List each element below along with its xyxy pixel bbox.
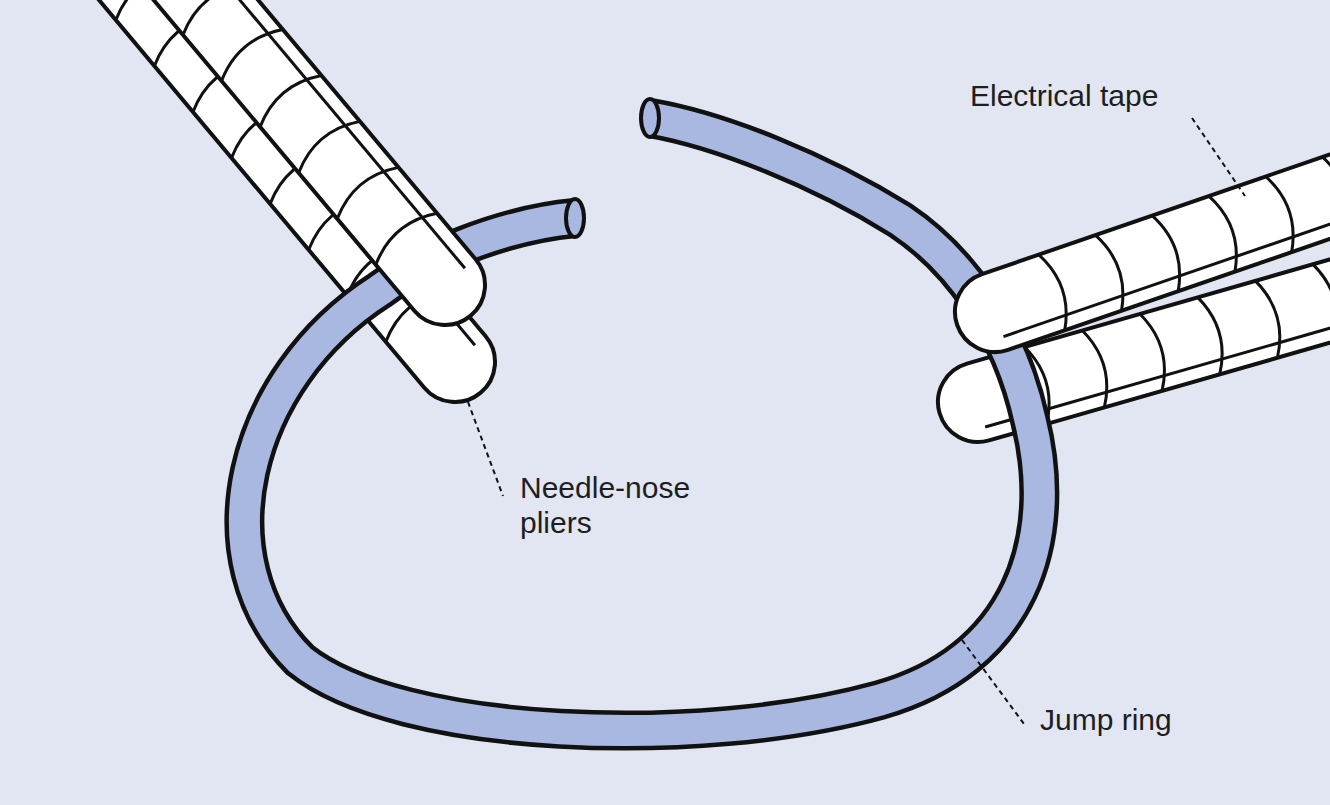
plier-jaw bbox=[54, 0, 501, 341]
part-label: Needle-nose pliers bbox=[520, 470, 720, 540]
leader-line bbox=[468, 118, 1245, 724]
part-label: Electrical tape bbox=[970, 78, 1270, 113]
plier-jaw bbox=[944, 92, 1330, 363]
part-label: Jump ring bbox=[1040, 702, 1280, 737]
